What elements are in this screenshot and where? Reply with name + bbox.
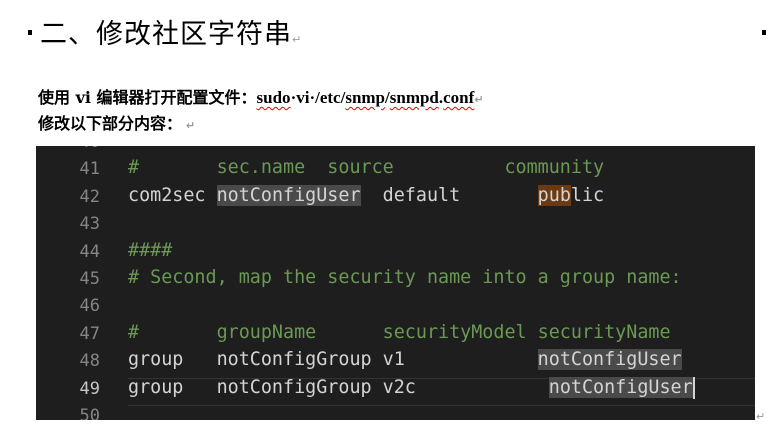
line-number: 42 xyxy=(79,186,100,207)
code-line: # groupName securityModel securityName xyxy=(128,322,671,343)
pilcrow-icon: ↵ xyxy=(756,410,766,423)
pilcrow-icon: ↵ xyxy=(474,93,484,106)
current-line-highlight xyxy=(128,378,755,406)
instruction-paragraph: 使用 vi 编辑器打开配置文件：sudo·vi·/etc/snmp/snmpd.… xyxy=(38,84,484,108)
heading-text: 二、修改社区字符串 xyxy=(40,19,292,50)
code-token: pub xyxy=(537,184,571,206)
code-token: #### xyxy=(128,239,173,261)
code-line: com2sec notConfigUser default public xyxy=(128,184,605,206)
code-token: notConfigUser xyxy=(548,376,693,398)
code-screenshot: 40 41 # sec.name source community 42 com2sec… xyxy=(36,146,755,420)
code-line: group notConfigGroup v1 notConfigUser xyxy=(128,349,682,371)
code-token: group notConfigGroup v1 xyxy=(128,349,538,371)
line-number: 44 xyxy=(79,241,100,262)
code-line: #### xyxy=(128,240,172,261)
instruction-text-2: 修改以下部分内容： xyxy=(38,114,183,133)
text-cursor xyxy=(692,376,695,399)
code-token: group notConfigGroup v2c xyxy=(128,376,549,398)
code-token: default xyxy=(360,184,538,206)
line-number: 48 xyxy=(79,351,100,372)
line-number: 43 xyxy=(79,214,100,235)
instruction-paragraph-2: 修改以下部分内容： ↵ xyxy=(38,110,195,134)
pilcrow-icon: ↵ xyxy=(292,33,303,46)
code-line: # sec.name source community xyxy=(128,157,604,178)
line-number: 40 xyxy=(36,146,100,152)
code-token: notConfigUser xyxy=(216,184,361,206)
code-token: # groupName securityModel securityName xyxy=(128,321,671,343)
line-number: 47 xyxy=(79,323,100,344)
section-heading: 二、修改社区字符串↵ xyxy=(40,12,302,51)
line-number: 45 xyxy=(79,269,100,289)
code-line: group notConfigGroup v2c notConfigUser xyxy=(128,376,695,399)
command-text: sudo·vi·/etc/snmp/snmpd.conf xyxy=(256,88,475,107)
code-token: lic xyxy=(570,184,605,206)
pilcrow-icon: ↵ xyxy=(182,119,196,132)
line-number: 50 xyxy=(79,406,100,420)
code-token: # Second, map the security name into a g… xyxy=(128,267,682,288)
code-token: com2sec xyxy=(128,184,217,206)
code-token: # sec.name source community xyxy=(128,157,605,179)
code-token: notConfigUser xyxy=(537,349,682,371)
paragraph-marker xyxy=(762,30,766,35)
code-line: # Second, map the security name into a g… xyxy=(128,267,682,288)
line-number: 41 xyxy=(79,159,100,180)
line-number: 46 xyxy=(79,296,100,317)
line-number: 49 xyxy=(79,378,100,399)
instruction-text: 使用 vi 编辑器打开配置文件： xyxy=(38,88,257,107)
paragraph-marker xyxy=(28,30,32,35)
